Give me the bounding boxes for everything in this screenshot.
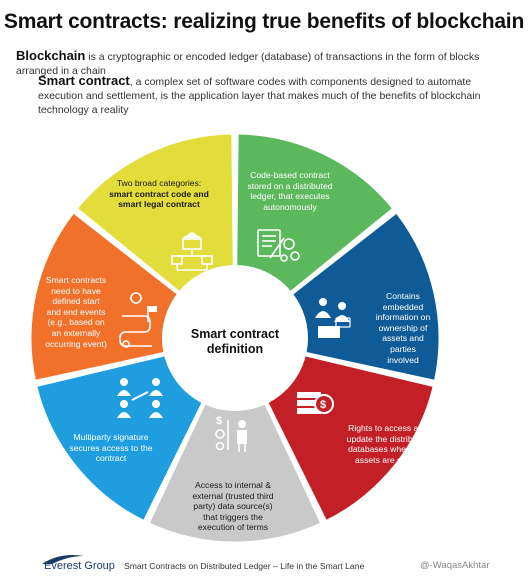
smart-contract-definition: Smart contract, a complex set of softwar… xyxy=(38,74,508,117)
everest-logo-icon xyxy=(42,555,84,564)
person-dollar-clock-gear-icon: $ xyxy=(215,415,247,452)
footer-brand: Everest Group xyxy=(44,560,115,572)
svg-text:$: $ xyxy=(320,399,326,411)
timeline-flag-icon xyxy=(119,292,157,348)
segment-categories-label: Two broad categories: smart contract cod… xyxy=(109,178,209,210)
svg-text:$: $ xyxy=(216,415,222,427)
segment-data-sources xyxy=(145,334,325,545)
segment-rights-access-label: Rights to access and update the distribu… xyxy=(346,423,430,465)
center-label: Smart contract definition xyxy=(175,327,295,357)
center-label-line2: definition xyxy=(206,342,264,356)
segment-start-end-label: Smart contracts need to have defined sta… xyxy=(45,275,107,349)
document-gears-icon xyxy=(257,229,300,262)
blockchain-definition: Blockchain is a cryptographic or encoded… xyxy=(16,49,521,78)
center-label-line1: Smart contract xyxy=(190,327,280,341)
people-money-icon xyxy=(315,298,351,338)
segment-code-based-label: Code-based contract stored on a distribu… xyxy=(247,170,333,212)
money-stack-icon: $ xyxy=(297,392,334,414)
blockchain-text: is a cryptographic or encoded ledger (da… xyxy=(16,51,480,77)
smart-contract-term: Smart contract xyxy=(38,73,130,88)
segment-data-sources-label: Access to internal & external (trusted t… xyxy=(192,480,274,533)
footer: Everest Group Smart Contracts on Distrib… xyxy=(0,548,528,580)
people-network-icon xyxy=(117,378,163,418)
smart-contract-text: , a complex set of software codes with c… xyxy=(38,76,481,116)
blockchain-term: Blockchain xyxy=(16,48,86,63)
segment-embedded-info-label: Contains embedded information on ownersh… xyxy=(375,291,431,365)
center-circle xyxy=(162,265,308,411)
page-title: Smart contracts: realizing true benefits… xyxy=(3,10,525,33)
bank-flowchart-icon xyxy=(171,232,213,271)
segment-multiparty-label: Multiparty signature secures access to t… xyxy=(69,432,153,464)
footer-subtitle: Smart Contracts on Distributed Ledger – … xyxy=(124,561,365,571)
footer-credit: @-WaqasAkhtar xyxy=(420,560,490,571)
